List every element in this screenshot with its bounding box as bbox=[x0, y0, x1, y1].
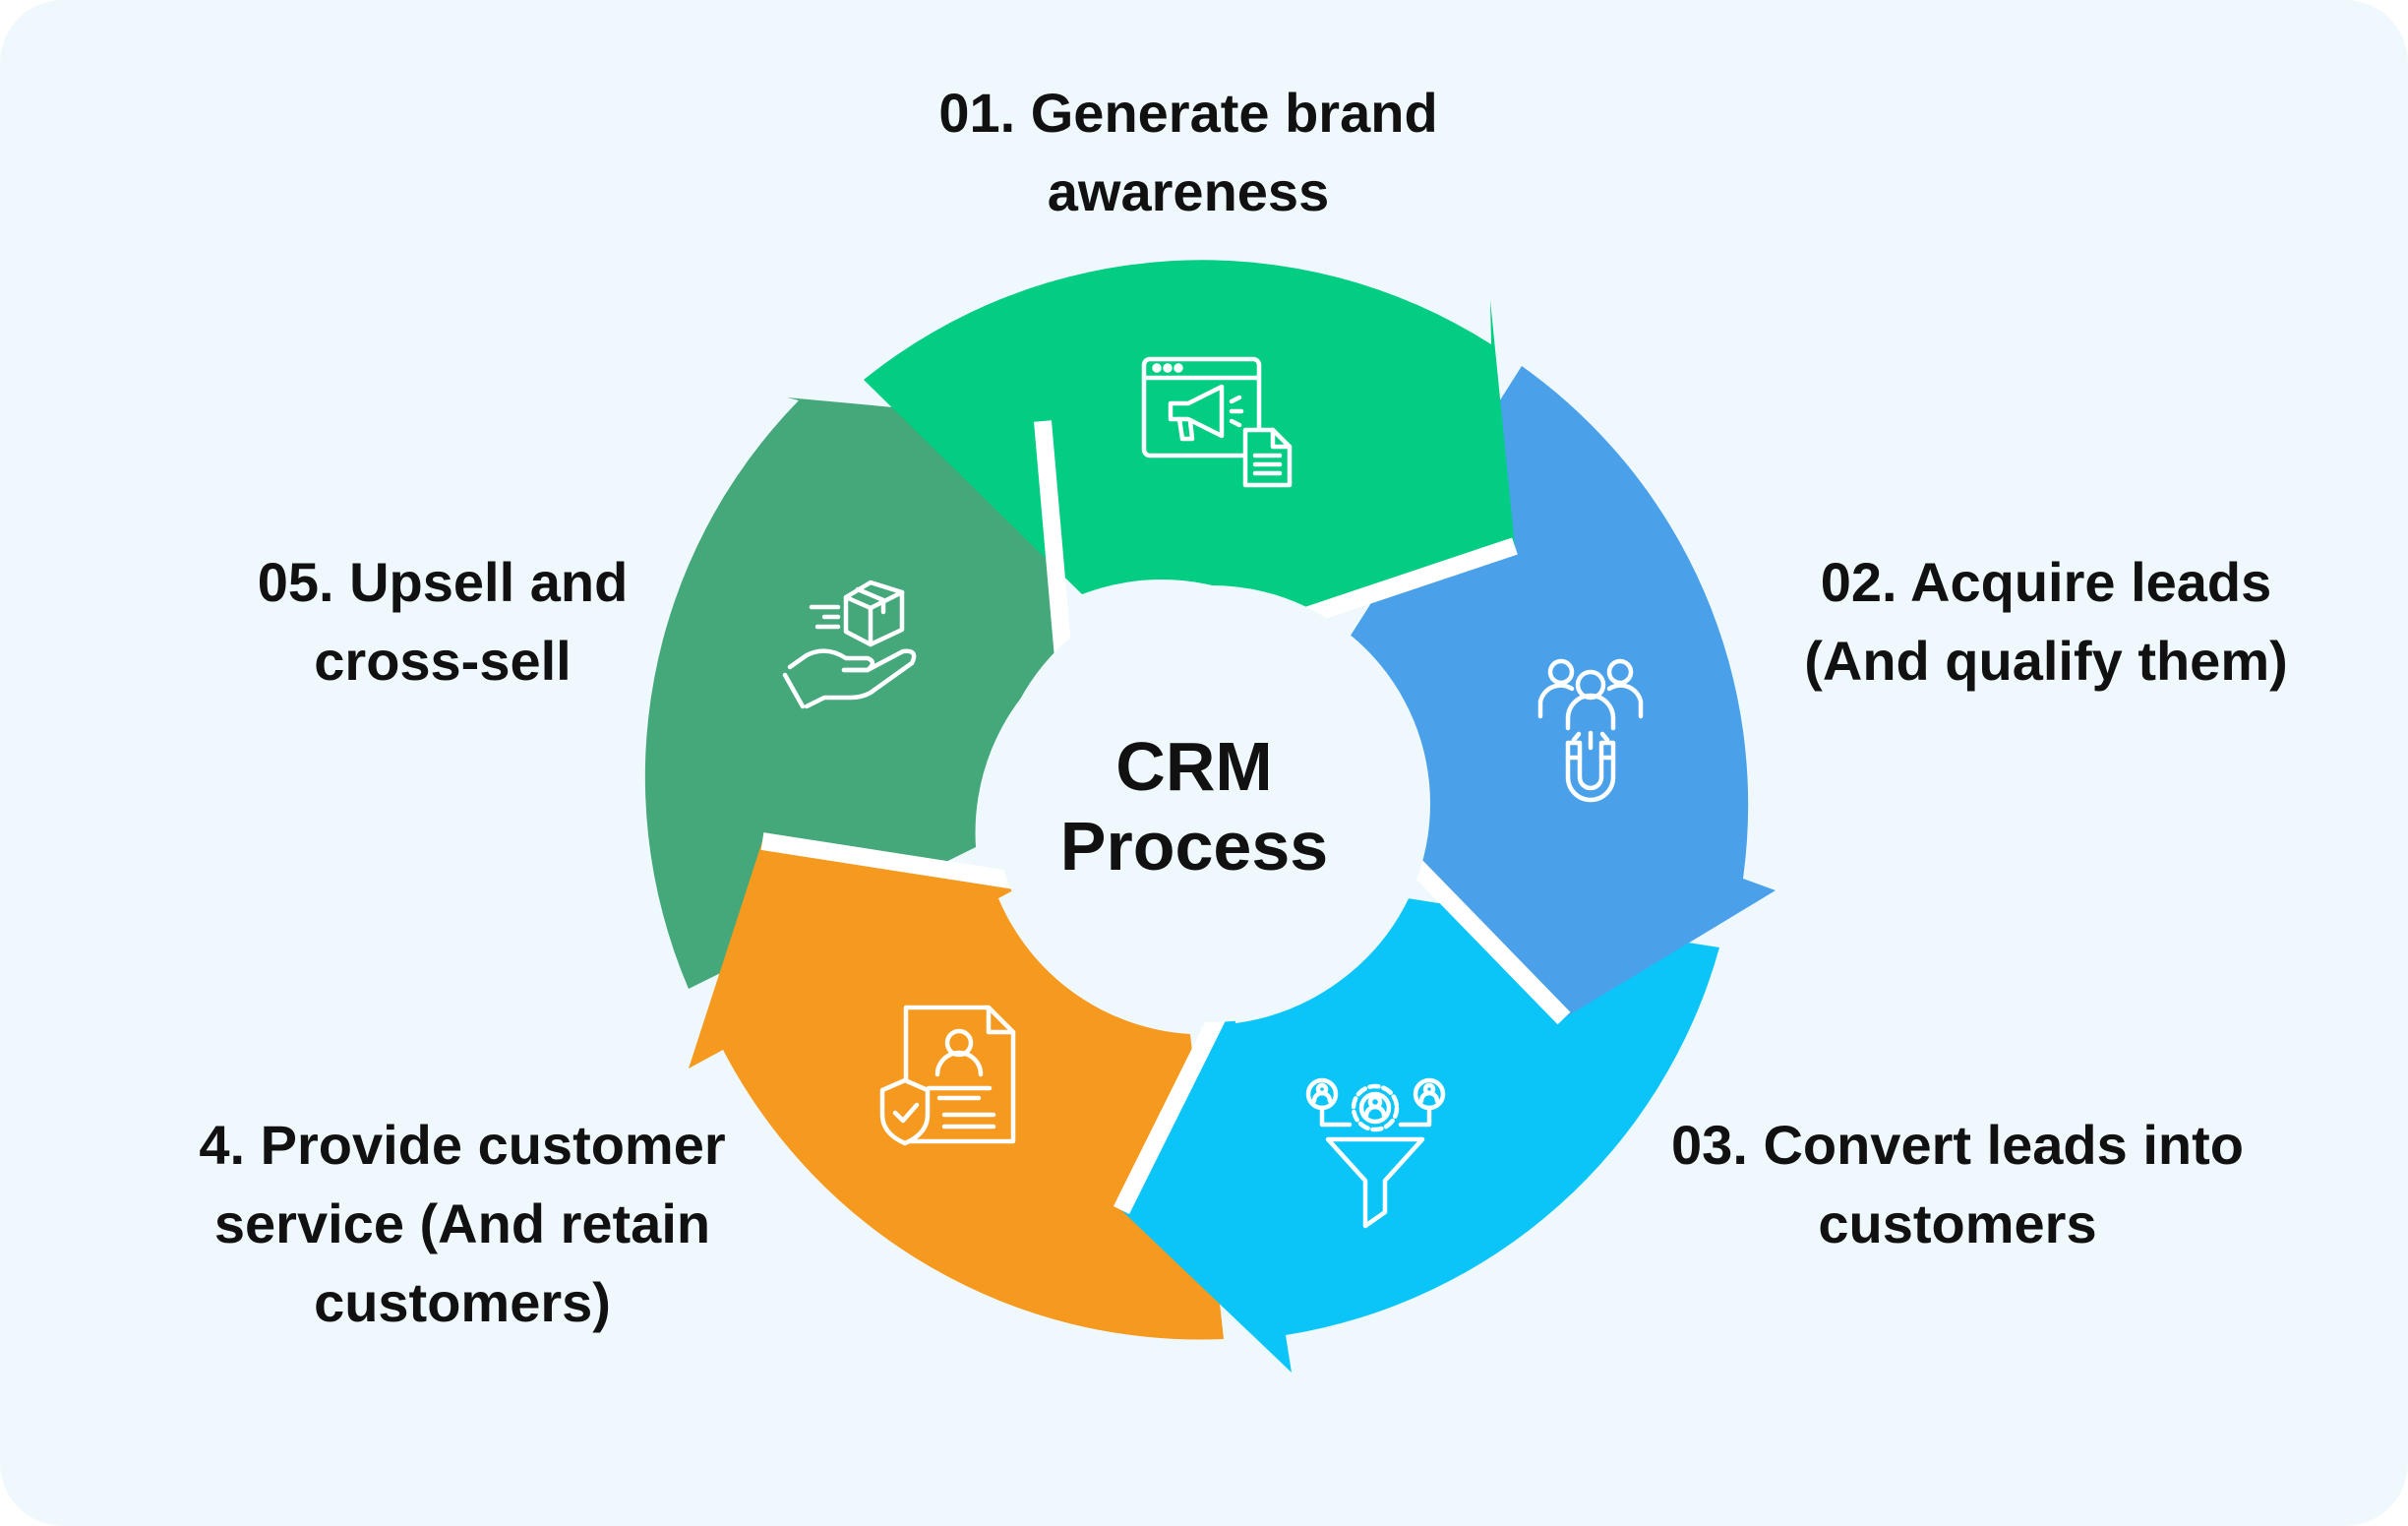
segment-upsell bbox=[644, 397, 1064, 989]
browser-megaphone-icon bbox=[1141, 356, 1293, 488]
step-3-label-line: customers bbox=[1818, 1192, 2097, 1254]
center-circle bbox=[993, 585, 1430, 1022]
center-title-line1: CRM bbox=[1115, 728, 1272, 805]
center-title-line2: Process bbox=[1060, 808, 1328, 885]
step-4-label: 4. Provide customer service (And retain … bbox=[148, 1106, 777, 1342]
step-4-label-line: 4. Provide customer bbox=[199, 1114, 726, 1176]
step-3-label-line: 03. Convert leads into bbox=[1671, 1114, 2244, 1176]
gear-funnel-icon bbox=[1305, 1077, 1446, 1229]
step-5-label-line: 05. Upsell and bbox=[257, 551, 629, 613]
step-1-label-line: awareness bbox=[1047, 160, 1330, 222]
step-5-label: 05. Upsell and cross-sell bbox=[197, 543, 689, 701]
step-2-label: 02. Acquire leads (And qualify them) bbox=[1731, 543, 2361, 701]
step-5-label-line: cross-sell bbox=[314, 630, 572, 692]
step-4-label-line: customers) bbox=[314, 1271, 611, 1333]
document-shield-icon bbox=[879, 1005, 1016, 1146]
step-1-label-line: 01. Generate brand bbox=[938, 82, 1438, 144]
hand-box-icon bbox=[782, 580, 917, 709]
segment-brand-awareness bbox=[864, 260, 1515, 627]
step-3-label: 03. Convert leads into customers bbox=[1613, 1106, 2302, 1263]
people-magnet-icon bbox=[1537, 658, 1644, 803]
step-2-label-line: 02. Acquire leads bbox=[1820, 551, 2272, 613]
segment-customer-service bbox=[689, 841, 1224, 1340]
step-1-label: 01. Generate brand awareness bbox=[795, 74, 1582, 231]
step-4-label-line: service (And retain bbox=[213, 1192, 711, 1254]
step-2-label-line: (And qualify them) bbox=[1804, 630, 2288, 692]
segment-convert-leads bbox=[1121, 898, 1719, 1373]
